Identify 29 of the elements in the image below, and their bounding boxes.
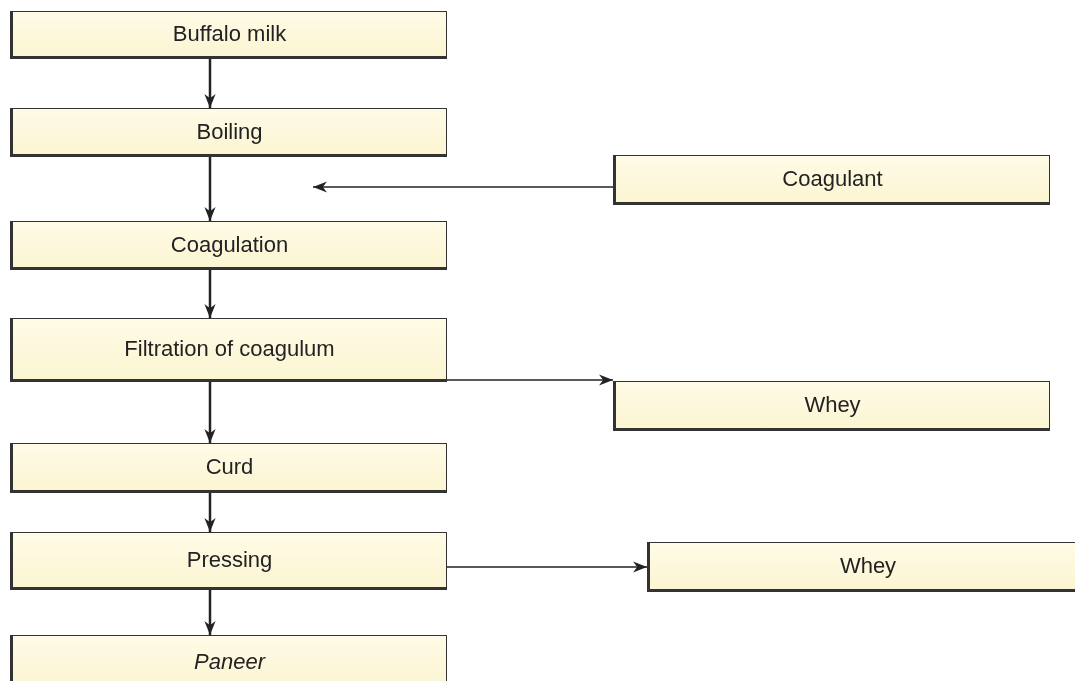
step-label: Coagulant [782, 167, 883, 191]
process-box [10, 318, 447, 382]
step-label: Filtration of coagulum [124, 337, 335, 361]
arrow [204, 270, 216, 318]
arrow [446, 374, 614, 386]
arrow [204, 59, 216, 108]
arrow [204, 493, 216, 532]
process-box [10, 108, 447, 157]
process-box [613, 381, 1050, 431]
arrow [446, 561, 648, 573]
step-label: Coagulation [170, 232, 289, 257]
arrow [312, 181, 614, 193]
step-label: Boiling [196, 119, 263, 144]
arrow [204, 157, 216, 221]
arrow [204, 382, 216, 443]
process-box [10, 532, 447, 590]
step-label: Paneer [194, 650, 265, 674]
process-box [10, 221, 447, 270]
step-label: Whey [839, 554, 897, 578]
step-label: Pressing [186, 548, 273, 572]
process-box [647, 542, 1075, 592]
process-box [10, 11, 447, 59]
arrow [204, 590, 216, 635]
process-box [10, 635, 447, 681]
step-label: Whey [804, 393, 861, 417]
process-box [10, 443, 447, 493]
process-box [613, 155, 1050, 205]
step-label: Buffalo milk [172, 22, 287, 46]
step-label: Curd [205, 455, 254, 479]
